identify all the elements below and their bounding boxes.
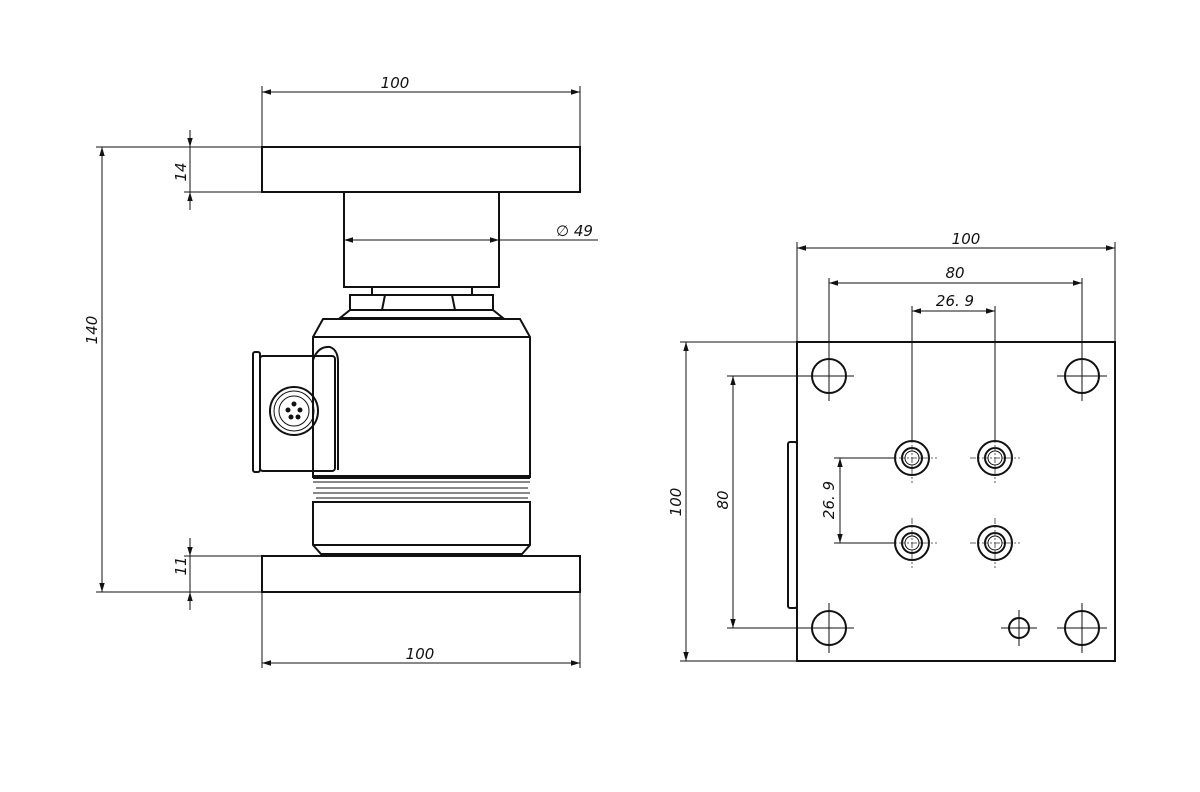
svg-text:100: 100 (406, 645, 435, 663)
dim-top-plate-thickness: 14 (172, 130, 262, 210)
mounting-holes (804, 351, 1107, 653)
centerline (804, 351, 854, 401)
svg-text:80: 80 (714, 490, 732, 509)
centerline (887, 518, 937, 568)
connector-housing (252, 345, 339, 473)
top-plate (261, 146, 581, 193)
centerline (970, 518, 1020, 568)
centerline (1057, 603, 1107, 653)
dim-inner-hole-spacing-x: 26. 9 (911, 292, 996, 440)
dim-bottom-plate-thickness: 11 (172, 538, 262, 610)
dim-inner-hole-spacing-y: 26. 9 (820, 457, 894, 544)
svg-text:∅ 49: ∅ 49 (556, 222, 593, 240)
centerline (887, 433, 937, 483)
connector-edge (787, 441, 798, 609)
dim-column-diameter: ∅ 49 (344, 222, 598, 243)
svg-text:100: 100 (667, 488, 685, 517)
dim-plate-width: 100 (796, 230, 1116, 342)
connector-socket-icon (269, 386, 319, 436)
side-view: 100 14 ∅ 49 140 11 100 (83, 74, 598, 668)
centerline (1001, 610, 1037, 646)
svg-text:80: 80 (945, 264, 964, 282)
dim-outer-hole-spacing-y: 80 (714, 375, 811, 629)
dim-total-height: 140 (83, 146, 262, 593)
svg-text:26. 9: 26. 9 (936, 292, 974, 310)
svg-text:11: 11 (172, 556, 190, 575)
centerline (804, 603, 854, 653)
svg-text:100: 100 (952, 230, 981, 248)
svg-text:100: 100 (381, 74, 410, 92)
base-plate (796, 341, 1116, 662)
dim-outer-hole-spacing-x: 80 (828, 264, 1083, 358)
neck-rings (337, 286, 506, 319)
centerline (970, 433, 1020, 483)
bottom-plate (261, 555, 581, 593)
top-view: 100 80 26. 9 100 80 26. 9 (667, 230, 1116, 662)
dim-top-width: 100 (261, 74, 581, 147)
svg-text:26. 9: 26. 9 (820, 481, 838, 519)
svg-text:14: 14 (172, 162, 190, 181)
body (312, 318, 531, 555)
centerline (1057, 351, 1107, 401)
svg-text:140: 140 (83, 316, 101, 345)
dim-plate-height: 100 (667, 341, 797, 662)
dim-bottom-width: 100 (261, 592, 581, 668)
